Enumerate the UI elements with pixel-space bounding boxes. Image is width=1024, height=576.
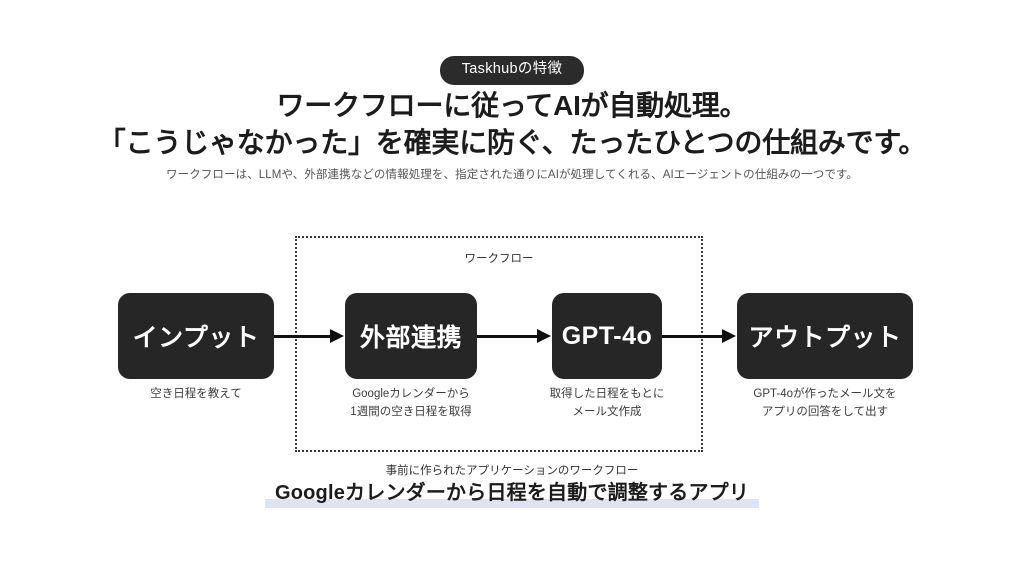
flow-node-external-integration[interactable]: 外部連携 — [345, 293, 477, 379]
arrow-shaft — [662, 335, 723, 338]
caption-line-1: 取得した日程をもとに — [549, 388, 665, 400]
workflow-container-label: ワークフロー — [464, 253, 534, 265]
caption-line-2: アプリの回答をして出す — [761, 405, 889, 418]
arrow-shaft — [274, 335, 331, 338]
arrow-head — [722, 329, 736, 343]
arrow-icon-gpt4o-to-output — [662, 329, 737, 343]
workflow-dashed-container — [295, 236, 703, 452]
caption-line-1: GPT-4oが作ったメール文を — [753, 388, 897, 400]
arrow-icon-external-to-gpt4o — [477, 329, 552, 343]
page-subtitle: ワークフローは、LLMや、外部連携などの情報処理を、指定された通りにAIが処理し… — [166, 169, 858, 181]
flow-node-gpt4o-label: GPT-4o — [561, 321, 653, 350]
flow-node-input-caption: 空き日程を教えて — [118, 386, 274, 404]
headline-line-1: ワークフローに従ってAIが自動処理。 — [276, 90, 748, 121]
flow-node-output[interactable]: アウトプット — [737, 293, 913, 379]
flow-node-external-integration-caption: Googleカレンダーから 1週間の空き日程を取得 — [335, 386, 487, 422]
arrow-shaft — [477, 335, 538, 338]
highlight-bar — [264, 499, 760, 508]
caption-line-2: メール文作成 — [572, 405, 642, 418]
arrow-icon-input-to-external — [274, 329, 345, 343]
caption-line-1: Googleカレンダーから — [352, 388, 470, 400]
page-title: ワークフローに従ってAIが自動処理。 「こうじゃなかった」を確実に防ぐ、たったひ… — [0, 88, 1024, 162]
flow-node-gpt4o-caption: 取得した日程をもとに メール文作成 — [532, 386, 682, 422]
footer-title-wrap: Googleカレンダーから日程を自動で調整するアプリ — [0, 480, 1024, 508]
flow-node-input-label: インプット — [132, 324, 260, 352]
flow-node-output-caption: GPT-4oが作ったメール文を アプリの回答をして出す — [727, 386, 923, 422]
feature-badge: Taskhubの特徴 — [439, 56, 585, 85]
arrow-head — [330, 329, 344, 343]
badge-row: Taskhubの特徴 — [0, 56, 1024, 85]
flow-node-input[interactable]: インプット — [118, 293, 274, 379]
flow-node-gpt4o[interactable]: GPT-4o — [552, 293, 662, 379]
flow-node-external-integration-label: 外部連携 — [359, 324, 462, 352]
flow-node-output-label: アウトプット — [748, 324, 902, 352]
headline-line-2: 「こうじゃなかった」を確実に防ぐ、たったひとつの仕組みです。 — [97, 126, 927, 158]
arrow-head — [537, 329, 551, 343]
footer-note: 事前に作られたアプリケーションのワークフロー — [385, 465, 639, 477]
caption-line-2: 1週間の空き日程を取得 — [350, 405, 472, 418]
footer-app-title: Googleカレンダーから日程を自動で調整するアプリ — [264, 480, 760, 508]
caption-line-1: 空き日程を教えて — [150, 388, 242, 400]
footer-app-title-text: Googleカレンダーから日程を自動で調整するアプリ — [274, 482, 750, 504]
